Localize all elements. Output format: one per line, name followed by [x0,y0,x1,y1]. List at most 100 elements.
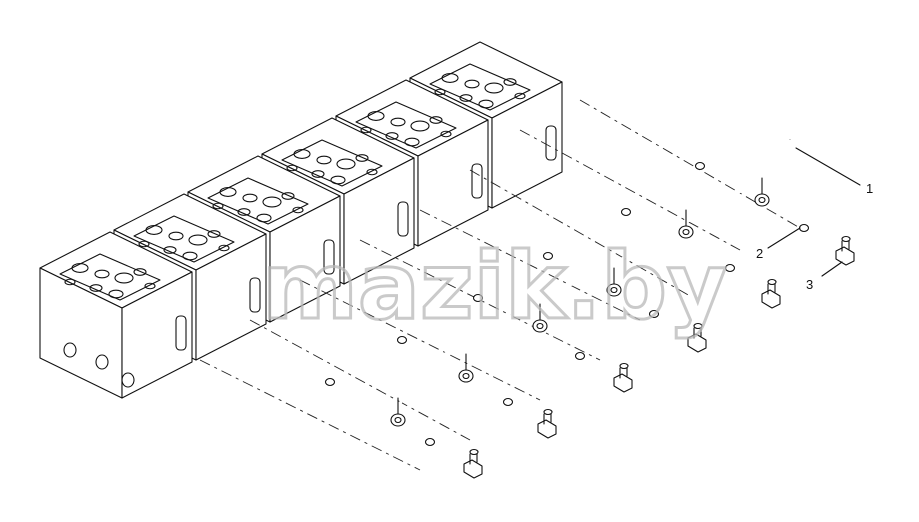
fitting-bore [394,416,402,424]
head-pocket-outline [133,215,235,263]
head-port-hole [133,268,147,276]
head-port-hole [514,92,526,100]
head-side-face [195,233,267,361]
alignment-line [249,319,471,441]
head-port-hole [464,79,480,89]
fitting-bore [536,322,544,330]
head-side-port [175,315,187,351]
bolt-tip [619,362,629,370]
head-port-hole [311,170,325,178]
head-port-hole [434,88,446,96]
fitting-eye [458,369,474,383]
fitting-eye [678,225,694,239]
head-port-hole [89,284,103,292]
head-port-hole [163,246,177,254]
alignment-line [199,359,421,471]
bolt-head [761,289,781,309]
alignment-line [579,99,801,229]
head-pocket-outline [281,139,383,187]
head-port-hole [218,244,230,252]
washer [724,263,736,273]
fitting-eye [390,413,406,427]
bolt-head [613,373,633,393]
banjo-bolts [463,235,855,479]
fitting-eye [754,193,770,207]
washer [798,223,810,233]
head-port-hole [385,132,399,140]
head-port-hole [336,158,356,170]
washer [620,207,632,217]
banjo-bolt [613,362,633,393]
alignment-line [299,279,541,401]
bolt-tip [543,408,553,416]
banjo-bolt [687,322,707,353]
bolt-head [463,459,483,479]
head-port-hole [459,94,473,102]
head-port-hole [281,192,295,200]
front-bore [63,342,77,358]
front-bore [95,354,109,370]
bolt-tip [767,278,777,286]
banjo-bolt [537,408,557,439]
bolt-head [687,333,707,353]
callout-3: 3 [806,277,813,292]
alignment-line [519,129,741,251]
head-port-hole [207,230,221,238]
head-port-hole [212,202,224,210]
bolt-head [835,246,855,266]
callout-2: 2 [756,246,763,261]
head-port-hole [237,208,251,216]
washer [648,309,660,319]
head-pocket-outline [429,63,531,111]
fitting-bore [682,228,690,236]
fuel-pipe-rail [390,139,792,427]
head-pocket-outline [355,101,457,149]
head-port-hole [286,164,298,172]
leader-line-1 [795,147,861,186]
fitting-bore [462,372,470,380]
head-pocket-outline [207,177,309,225]
head-side-port [249,277,261,313]
head-side-face [269,195,341,323]
leader-line-2 [767,227,801,249]
rail-pipe-inner [396,140,792,411]
banjo-fitting [458,353,474,383]
head-port-hole [355,154,369,162]
head-port-hole [94,269,110,279]
alignment-line [359,239,601,361]
head-side-port [471,163,483,199]
washer [424,437,436,447]
head-side-face [417,119,489,247]
head-side-face [121,271,193,399]
head-port-hole [366,168,378,176]
head-side-face [343,157,415,285]
banjo-fitting [678,209,694,239]
fitting-bore [758,196,766,204]
head-port-hole [390,117,406,127]
washer [694,161,706,171]
head-port-hole [64,278,76,286]
head-port-hole [503,78,517,86]
head-port-hole [168,231,184,241]
head-port-hole [114,272,134,284]
banjo-bolt [835,235,855,266]
washer [542,251,554,261]
cylinder-head-1 [39,231,193,399]
head-port-hole [242,193,258,203]
alignment-line [469,169,691,297]
banjo-bolt [463,448,483,479]
head-pocket-outline [59,253,161,301]
head-port-hole [316,155,332,165]
head-port-hole [144,282,156,290]
banjo-fitting [390,397,406,427]
washer [502,397,514,407]
head-port-hole [262,196,282,208]
banjo-fitting [606,267,622,297]
head-port-hole [188,234,208,246]
cylinder-head-assembly [39,41,563,399]
head-port-hole [429,116,443,124]
head-port-hole [484,82,504,94]
fitting-bore [610,286,618,294]
